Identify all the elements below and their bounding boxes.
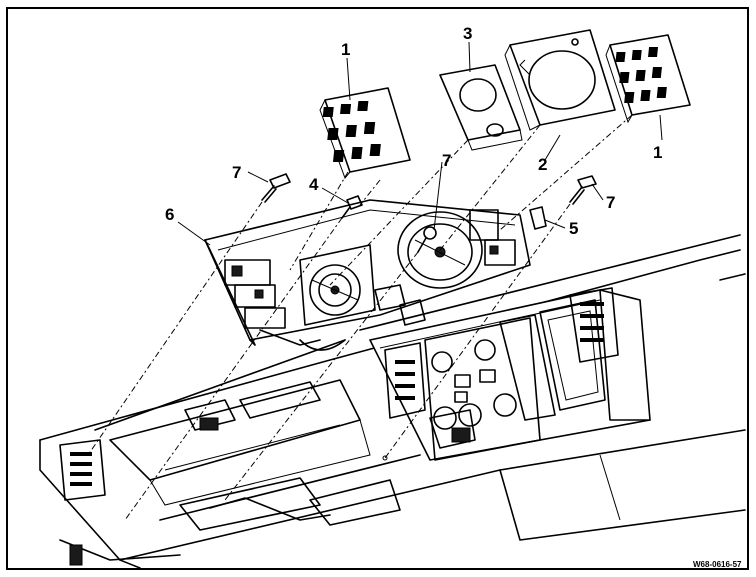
callout-2: 2 bbox=[538, 155, 547, 174]
callout-7-right: 7 bbox=[606, 193, 615, 212]
clip-part bbox=[529, 206, 547, 230]
screw-right bbox=[569, 175, 597, 205]
callout-1-left: 1 bbox=[341, 40, 350, 59]
center-console bbox=[369, 287, 651, 461]
callout-labels: 1 3 2 1 7 4 7 5 7 6 bbox=[165, 24, 662, 238]
callout-5: 5 bbox=[569, 219, 578, 238]
callout-7-center: 7 bbox=[442, 151, 451, 170]
callout-4: 4 bbox=[309, 175, 319, 194]
gauge-bezel-small bbox=[439, 64, 523, 151]
screw-center bbox=[417, 226, 437, 253]
instrument-cluster bbox=[204, 199, 531, 351]
bulb-holder bbox=[341, 195, 363, 219]
callout-7-left: 7 bbox=[232, 163, 241, 182]
gauge-cover-large bbox=[504, 29, 616, 131]
callout-1-right: 1 bbox=[653, 143, 662, 162]
warning-panel-right bbox=[605, 34, 691, 124]
dashboard-body bbox=[39, 234, 746, 569]
callout-6: 6 bbox=[165, 205, 174, 224]
screw-left bbox=[261, 173, 291, 203]
leader-lines bbox=[87, 41, 663, 521]
warning-panel-left bbox=[319, 87, 411, 179]
figure-code: W68-0616-57 bbox=[693, 560, 742, 569]
callout-3: 3 bbox=[463, 24, 472, 43]
